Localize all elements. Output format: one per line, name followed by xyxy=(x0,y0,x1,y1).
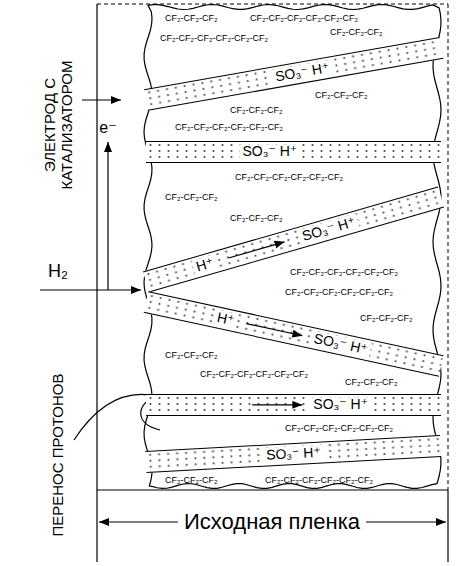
channel-label: SO₃⁻ H⁺ xyxy=(263,445,324,464)
ion-channel-band: SO₃⁻ H⁺ xyxy=(144,37,443,111)
electron-arrow xyxy=(107,142,108,290)
channel-label: H⁺ xyxy=(213,309,239,329)
channel-label: SO₃⁻ H⁺ xyxy=(240,144,301,159)
proton-arrow xyxy=(229,242,285,258)
extension-line xyxy=(447,490,448,562)
polymer-chain-label: CF₂-CF₂-CF₂ xyxy=(360,313,412,323)
polymer-chain-label: CF₂-CF₂-CF₂ xyxy=(165,192,217,202)
film-base-line xyxy=(97,489,448,490)
proton-arrow-layer xyxy=(143,187,444,293)
proton-arrow xyxy=(246,324,302,336)
channel-label: SO₃⁻ H⁺ xyxy=(298,214,361,246)
polymer-chain-label: CF₂-CF₂-CF₂ xyxy=(345,377,397,387)
polymer-chain-label: CF₂-CF₂-CF₂ xyxy=(165,350,217,360)
ion-channel-band: SO₃⁻ H⁺ xyxy=(146,141,441,163)
polymer-chain-label: CF₂-CF₂-CF₂-CF₂-CF₂-CF₂ xyxy=(160,33,268,43)
polymer-chain-label: CF₂-CF₂-CF₂-CF₂-CF₂-CF₂ xyxy=(285,423,393,433)
channel-label: H⁺ xyxy=(192,254,219,275)
polymer-chain-label: CF₂-CF₂-CF₂-CF₂-CF₂-CF₂ xyxy=(200,369,308,379)
polymer-chain-label: CF₂-CF₂-CF₂ xyxy=(165,13,217,23)
polymer-chain-label: CF₂-CF₂-CF₂-CF₂-CF₂-CF₂ xyxy=(290,267,398,277)
channel-label: SO₃⁻ H⁺ xyxy=(310,397,371,412)
electron-label: e⁻ xyxy=(99,119,116,137)
dashed-boundary xyxy=(97,4,448,5)
polymer-chain-label: CF₂-CF₂-CF₂-CF₂-CF₂-CF₂ xyxy=(175,122,283,132)
polymer-chain-label: CF₂-CF₂-CF₂ xyxy=(330,27,382,37)
hydrogen-arrow xyxy=(40,289,141,290)
extension-line xyxy=(96,4,97,562)
channel-label: SO₃⁻ H⁺ xyxy=(309,330,372,358)
polymer-chain-label: CF₂-CF₂-CF₂-CF₂-CF₂-CF₂ xyxy=(285,287,393,297)
polymer-chain-label: CF₂-CF₂-CF₂ xyxy=(315,90,367,100)
dashed-boundary xyxy=(448,4,449,490)
polymer-chain-label: CF₂-CF₂-CF₂ xyxy=(230,105,282,115)
ion-channel-band: SO₃⁻ H⁺ xyxy=(146,394,441,416)
vertical-caption: ПЕРЕНОС ПРОТОНОВ xyxy=(49,373,66,536)
polymer-chain-label: CF₂-CF₂-CF₂ xyxy=(165,475,217,485)
dimension-label: Исходная пленка xyxy=(178,509,366,534)
channel-label: SO₃⁻ H⁺ xyxy=(271,60,333,86)
polymer-chain-label: CF₂-CF₂-CF₂-CF₂-CF₂-CF₂ xyxy=(265,475,373,485)
polymer-chain-label: CF₂-CF₂-CF₂-CF₂-CF₂-CF₂ xyxy=(235,172,343,182)
ion-channel-band: SO₃⁻ H⁺ xyxy=(145,435,441,473)
polymer-chain-label: CF₂-CF₂-CF₂ xyxy=(230,213,282,223)
hydrogen-label: H₂ xyxy=(48,261,68,282)
proton-arrow xyxy=(252,404,302,405)
ion-channel-band: H⁺ SO₃⁻ H⁺ xyxy=(144,291,444,376)
polymer-chain-label: CF₂-CF₂-CF₂-CF₂-CF₂-CF₂ xyxy=(250,13,358,23)
vertical-caption: ЭЛЕКТРОД С КАТАЛИЗАТОРОМ xyxy=(41,30,76,220)
proton-arrow-layer xyxy=(146,395,441,417)
proton-arrow-layer xyxy=(143,292,443,377)
pointer-arrow xyxy=(82,99,121,100)
